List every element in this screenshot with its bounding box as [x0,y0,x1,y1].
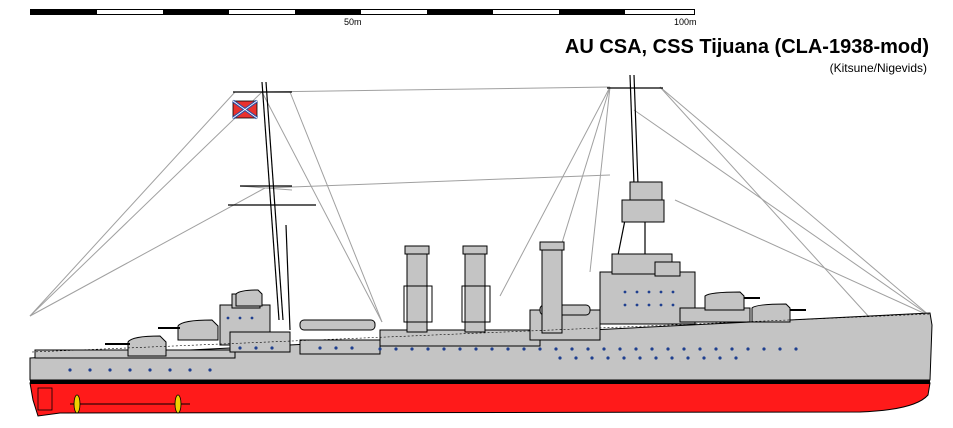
scale-segment [31,10,97,14]
scale-bar [30,9,695,15]
turrets [105,289,806,357]
scale-segment [295,10,361,14]
ship-title: AU CSA, CSS Tijuana (CLA-1938-mod) [564,36,929,58]
propeller-icon [73,394,81,414]
scale-segment [427,10,493,14]
turret-c [235,289,263,307]
propellers [37,387,190,414]
turret-x [704,291,745,311]
scale-label-100m: 100m [674,17,697,27]
superstructure [34,181,751,359]
rudder [37,387,53,411]
masts [228,74,663,331]
turret-y [751,303,791,323]
lower-hull [29,382,931,417]
deck-rail [31,313,931,353]
turret-b [177,319,219,341]
boot-topping [30,380,930,384]
flag [232,99,258,120]
scale-label-50m: 50m [344,17,362,27]
propeller-icon [174,394,182,414]
funnels [403,241,565,334]
ship-author: (Kitsune/Nigevids) [829,61,927,75]
turret-a [127,335,167,357]
scale-segment [163,10,229,14]
scale-segment [559,10,625,14]
portholes [68,290,798,372]
